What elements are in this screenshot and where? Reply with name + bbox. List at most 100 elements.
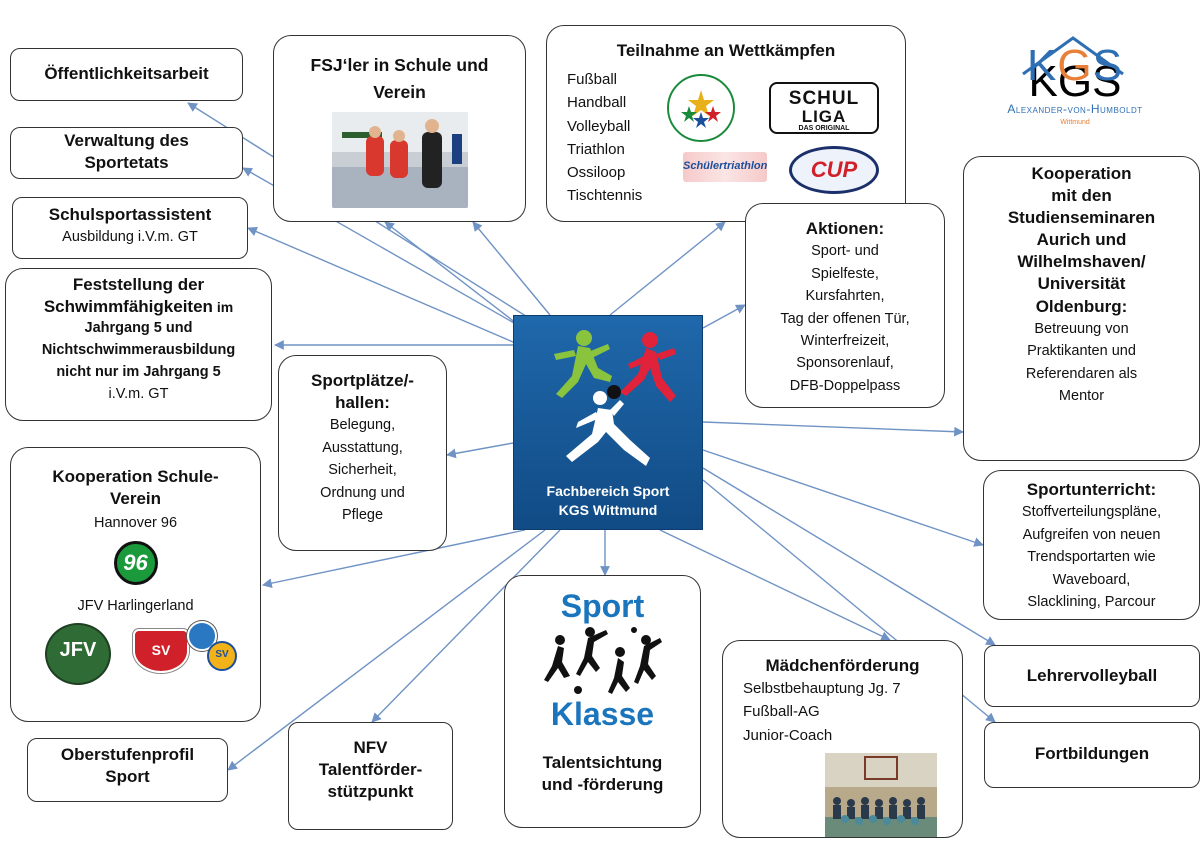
- box-studienseminare: Kooperation mit den Studienseminaren Aur…: [963, 156, 1200, 461]
- maedchen-group-photo: [825, 753, 937, 837]
- wettkampf-item: Triathlon: [567, 140, 625, 158]
- kgs-logo-city: Wittmund: [1060, 119, 1090, 126]
- arrow-fsj-2: [472, 221, 551, 316]
- wettkampf-item: Handball: [567, 94, 627, 112]
- box-kooperation-verein: Kooperation Schule- Verein Hannover 96 9…: [10, 447, 261, 722]
- wettkaempfe-title: Teilnahme an Wettkämpfen: [616, 41, 836, 60]
- box-fsj: FSJ‘ler in Schule und Verein: [273, 35, 526, 222]
- studienseminar-line6: Universität: [1037, 274, 1126, 294]
- kgs-logo-graphic: KGS: [1022, 36, 1124, 106]
- jfv-logo-text: JFV: [59, 639, 97, 662]
- sportplaetze-item: Ordnung und: [320, 484, 405, 501]
- studienseminar-desc: Praktikanten und: [1027, 343, 1136, 360]
- wettkampf-item: Volleyball: [567, 117, 631, 135]
- schwimm-line2: Schwimmfähigkeiten: [43, 297, 213, 317]
- aktionen-item: Spielfeste,: [811, 265, 879, 282]
- studienseminar-desc: Mentor: [1058, 388, 1105, 405]
- studienseminar-desc: Betreuung von: [1034, 320, 1129, 337]
- nfv-line1: NFV: [353, 738, 388, 757]
- sportplaetze-item: Pflege: [341, 507, 384, 524]
- fortbildungen-title: Fortbildungen: [1034, 744, 1150, 763]
- kgs-logo: KGS KGS Alexander-von-Humboldt Wittmund: [975, 30, 1175, 140]
- nfv-line3: stützpunkt: [327, 782, 414, 802]
- arrow-nfv: [371, 529, 561, 723]
- aktionen-item: Sponsorenlauf,: [796, 355, 894, 372]
- arrow-aktionen: [702, 304, 746, 329]
- box-sportklasse: Sport Klasse Talentsichtung und -förderu…: [504, 575, 701, 828]
- studienseminar-line4: Aurich und: [1036, 230, 1127, 250]
- aktionen-item: DFB-Doppelpass: [789, 377, 901, 394]
- verwaltung-title-line1: Verwaltung des: [64, 131, 189, 150]
- center-title-line2: KGS Wittmund: [558, 501, 658, 518]
- sportunterricht-title: Sportunterricht:: [1026, 480, 1157, 499]
- schulsportassistent-title: Schulsportassistent: [48, 205, 212, 224]
- kooperation-verein-title-line1: Kooperation Schule-: [52, 467, 219, 486]
- aktionen-item: Winterfreizeit,: [800, 332, 890, 349]
- club-hannover: Hannover 96: [93, 515, 178, 532]
- fsj-title-line2: Verein: [373, 82, 426, 103]
- sportunterricht-item: Waveboard,: [1052, 571, 1131, 588]
- aktionen-item: Tag der offenen Tür,: [780, 310, 910, 327]
- arrow-wettkaempfe: [609, 221, 726, 316]
- studienseminar-line1: Kooperation: [1031, 164, 1132, 183]
- studienseminar-line3: Studienseminaren: [1007, 208, 1156, 228]
- oberstufe-title-line1: Oberstufenprofil: [60, 745, 195, 764]
- center-fachbereich-sport: Fachbereich Sport KGS Wittmund: [513, 315, 703, 530]
- aktionen-item: Kursfahrten,: [805, 288, 885, 305]
- center-title-line1: Fachbereich Sport: [546, 483, 670, 499]
- studienseminar-desc: Referendaren als: [1025, 365, 1138, 382]
- lehrervolleyball-title: Lehrervolleyball: [1026, 666, 1158, 685]
- schulliga-logo-line2: LIGA: [801, 107, 847, 126]
- arrow-sportplaetze: [446, 442, 514, 459]
- athletes-illustration: [554, 330, 676, 466]
- svl-logo-icon: SV: [133, 629, 189, 674]
- red-athlete-icon: [620, 332, 676, 402]
- box-schwimmfaehigkeiten: Feststellung der Schwimmfähigkeiten im J…: [5, 268, 272, 421]
- club-jfv-harlingerland: JFV Harlingerland: [77, 597, 194, 614]
- sportklasse-line2: und -förderung: [541, 775, 664, 795]
- arrow-oberstufe: [227, 529, 546, 771]
- wettkampf-item: Tischtennis: [567, 187, 643, 205]
- arrow-fsj: [384, 221, 526, 331]
- sportplaetze-item: Ausstattung,: [322, 439, 403, 456]
- maedchen-title: Mädchenförderung: [765, 656, 920, 675]
- schwimm-line4: Nichtschwimmerausbildung: [41, 341, 236, 358]
- arrow-studienseminar: [702, 421, 964, 437]
- box-oberstufenprofil: Oberstufenprofil Sport: [27, 738, 228, 802]
- kgs-logo-subtitle: Alexander-von-Humboldt: [1007, 102, 1143, 116]
- box-maedchenfoerderung: Mädchenförderung Selbstbehauptung Jg. 7 …: [722, 640, 963, 838]
- kgs-logo-text: KGS: [1029, 57, 1122, 106]
- arrow-schulsportassistent: [247, 226, 521, 346]
- sportunterricht-item: Stoffverteilungspläne,: [1021, 504, 1162, 521]
- hannover-96-logo-text: 96: [123, 549, 148, 575]
- cup-logo-icon: CUP: [789, 146, 879, 194]
- nfv-line2: Talentförder-: [318, 760, 423, 780]
- white-athlete-icon: [566, 385, 650, 466]
- arrow-kooperation-verein: [262, 529, 526, 588]
- sportplaetze-item: Sicherheit,: [328, 462, 397, 479]
- box-verwaltung: Verwaltung des Sportetats: [10, 127, 243, 179]
- sportplaetze-item: Belegung,: [329, 417, 396, 434]
- aktionen-item: Sport- und: [811, 243, 879, 260]
- sportplaetze-title-line1: Sportplätze/-: [311, 371, 414, 390]
- maedchen-item: Fußball-AG: [743, 703, 820, 721]
- oeffentlichkeit-title: Öffentlichkeitsarbeit: [44, 64, 209, 83]
- aktionen-title: Aktionen:: [805, 219, 885, 238]
- sv-logo-icon: SV: [207, 641, 237, 672]
- schwimm-line5: nicht nur im Jahrgang 5: [56, 363, 221, 380]
- arrow-sportunterricht: [702, 449, 984, 547]
- sportunterricht-item: Trendsportarten wie: [1027, 549, 1156, 566]
- box-fortbildungen: Fortbildungen: [984, 722, 1200, 788]
- green-athlete-icon: [554, 330, 612, 398]
- schwimm-line6: i.V.m. GT: [108, 386, 169, 403]
- sv-logo-text: SV: [215, 649, 229, 661]
- maedchen-item: Selbstbehauptung Jg. 7: [743, 680, 901, 698]
- jugend-trainiert-logo-icon: [667, 74, 735, 142]
- schulsportassistent-sub: Ausbildung i.V.m. GT: [62, 229, 198, 246]
- hannover-96-logo-icon: 96: [113, 540, 158, 585]
- schwimm-line1: Feststellung der: [72, 275, 205, 294]
- box-sportplaetze: Sportplätze/- hallen: Belegung, Ausstatt…: [278, 355, 447, 551]
- sportklasse-figures-icon: [543, 627, 662, 694]
- maedchen-item: Junior-Coach: [743, 726, 833, 744]
